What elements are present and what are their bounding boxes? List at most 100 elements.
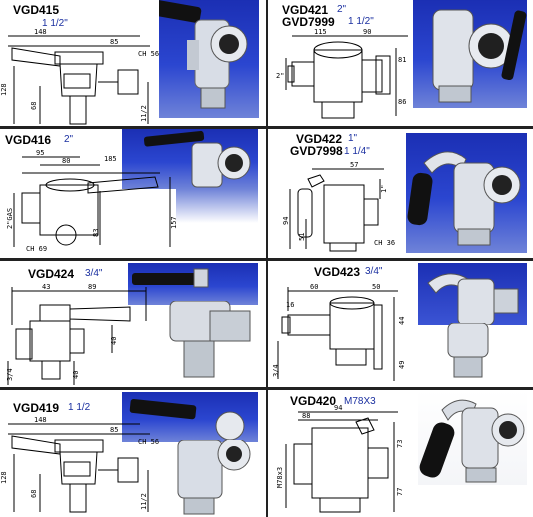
product-panel-vgd416: VGD416 2" 95 80 185 2"GAS 157 83: [0, 129, 266, 258]
dim-label: 2": [276, 72, 284, 80]
dim-label: 68: [30, 102, 38, 110]
product-code: VGD424: [28, 267, 75, 281]
technical-drawing: 115 90 2" 81 86: [276, 28, 413, 123]
product-code-alt: GVD7998: [290, 144, 343, 158]
dim-label: 50: [372, 283, 380, 291]
dim-label: 16: [286, 301, 294, 309]
valve-photo-illustration: [132, 263, 258, 305]
technical-drawing: 57 94 51 1" CH 36: [282, 161, 395, 258]
product-photo: [122, 129, 258, 189]
row-divider-2: [0, 258, 533, 261]
dim-label: 44: [398, 317, 406, 325]
product-code: VGD421: [282, 3, 329, 17]
dim-label: 157: [170, 216, 178, 229]
product-photo: [413, 0, 527, 108]
product-panel-vgd423: VGD423 3/4" 60 50 16 44 49 3/4: [268, 261, 533, 387]
product-size: 1": [348, 133, 358, 144]
product-size: 1 1/2": [348, 16, 374, 27]
product-code: VGD415: [13, 3, 60, 17]
dim-label: 95: [36, 149, 44, 157]
valve-photo-illustration: [143, 130, 258, 189]
product-size: 1 1/2": [42, 18, 68, 29]
dim-label: 94: [334, 404, 342, 412]
product-photo-lower: [176, 189, 258, 223]
row-divider-1: [0, 126, 533, 129]
dim-label: 40: [110, 337, 118, 345]
product-photo: [128, 263, 258, 305]
technical-drawing: 148 85 CH 56 128 68 11/2: [0, 28, 159, 126]
dim-label: 88: [302, 412, 310, 420]
product-code-alt: GVD7999: [282, 15, 335, 29]
product-code: VGD420: [290, 394, 337, 408]
valve-photo-illustration: [128, 0, 259, 118]
dim-label: 49: [398, 361, 406, 369]
dim-label: 51: [298, 233, 306, 241]
dim-label: 90: [363, 28, 371, 36]
product-size: 2": [64, 134, 74, 145]
dim-label: 57: [350, 161, 358, 169]
dim-label: CH 69: [26, 245, 47, 253]
product-size: 1 1/4": [344, 146, 370, 157]
technical-drawing: 43 89 40 40 3/4: [6, 283, 160, 387]
dim-label: 85: [110, 426, 118, 434]
product-panel-vgd421: VGD421 2" GVD7999 1 1/2" 115 90 2" 81 86: [268, 0, 533, 126]
valve-photo-illustration: [413, 0, 527, 108]
dim-label: 3/4: [272, 364, 280, 377]
dim-label: 185: [104, 155, 117, 163]
product-code: VGD416: [5, 133, 52, 147]
dim-label: CH 36: [374, 239, 395, 247]
dim-label: 115: [314, 28, 327, 36]
dim-label: CH 56: [138, 50, 159, 58]
dim-label: 81: [398, 56, 406, 64]
product-panel-vgd419: VGD419 1 1/2 148 85 CH 56 128: [0, 390, 266, 517]
product-panel-vgd420: VGD420 M78X3 94 88 M78x3 73 77: [268, 390, 533, 517]
product-photo: [406, 133, 527, 253]
product-panel-vgd424: VGD424 3/4" 43 89 40 40 3/4: [0, 261, 266, 387]
product-code: VGD423: [314, 265, 361, 279]
valve-photo-illustration: [407, 133, 527, 253]
product-size: 1 1/2: [68, 402, 91, 413]
dim-label: 40: [72, 371, 80, 379]
product-code: VGD419: [13, 401, 60, 415]
dim-label: 80: [62, 157, 70, 165]
valve-photo-body: [160, 301, 266, 387]
product-photo: [418, 390, 527, 485]
row-divider-3: [0, 387, 533, 390]
dim-label: 148: [34, 28, 47, 36]
dim-label: 73: [396, 440, 404, 448]
product-photo: [128, 0, 259, 118]
dim-label: 83: [92, 229, 100, 237]
dim-label: 68: [30, 490, 38, 498]
product-photo: [418, 263, 527, 325]
dim-label: 60: [310, 283, 318, 291]
dim-label: M78x3: [276, 467, 284, 488]
dim-label: 148: [34, 416, 47, 424]
valve-photo-body: [428, 323, 518, 383]
dim-label: 86: [398, 98, 406, 106]
valve-photo-illustration: [129, 398, 258, 442]
dim-label: 89: [88, 283, 96, 291]
dim-label: 1": [380, 185, 388, 193]
dim-label: 85: [110, 38, 118, 46]
product-size: 3/4": [85, 268, 103, 279]
product-size: 2": [337, 4, 347, 15]
valve-photo-illustration: [418, 263, 527, 325]
dim-label: 2"GAS: [6, 208, 14, 229]
dim-label: 128: [0, 471, 8, 484]
valve-photo-body: [158, 440, 258, 516]
product-code: VGD422: [296, 132, 343, 146]
product-size: M78X3: [344, 396, 376, 407]
technical-drawing: 95 80 185 2"GAS 157 83 CH 69: [6, 149, 178, 253]
dim-label: 3/4: [6, 368, 14, 381]
technical-drawing: 60 50 16 44 49 3/4: [272, 283, 406, 387]
dim-label: 77: [396, 488, 404, 496]
technical-drawing: 148 85 CH 56 128 68 11/2: [0, 416, 159, 516]
dim-label: 11/2: [140, 105, 148, 122]
product-panel-vgd415: VGD415 1 1/2" 148 85 CH 56: [0, 0, 266, 126]
product-size: 3/4": [365, 266, 383, 277]
valve-photo-illustration: [419, 390, 527, 485]
dim-label: 128: [0, 83, 8, 96]
dim-label: 11/2: [140, 493, 148, 510]
dim-label: CH 56: [138, 438, 159, 446]
product-panel-vgd422: VGD422 1" GVD7998 1 1/4" 57 94 51 1" CH: [268, 129, 533, 258]
